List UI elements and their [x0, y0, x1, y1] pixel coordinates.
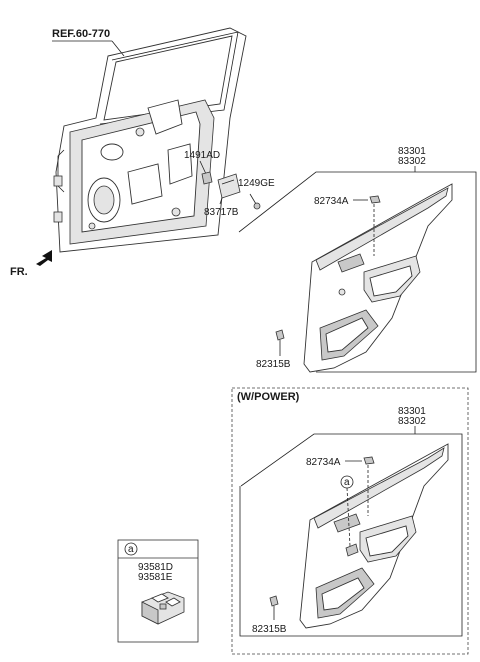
clip-82734a-top	[369, 195, 381, 204]
fr-arrow-icon	[36, 250, 52, 266]
fastener-82315b-top	[275, 329, 285, 341]
callout-a-detail-box: a 93581D 93581E	[117, 539, 199, 643]
label-83717b: 83717B	[204, 207, 239, 218]
label-82734a-bot: 82734A	[306, 457, 341, 468]
label-83301-bot: 83301	[398, 406, 426, 417]
wpower-label: (W/POWER)	[237, 391, 300, 403]
front-direction-indicator: FR.	[10, 250, 52, 278]
label-82734a-top: 82734A	[314, 196, 349, 207]
power-window-variant: (W/POWER) 83301 83302 82734A a 82315B	[231, 387, 469, 655]
fr-label: FR.	[10, 266, 28, 278]
label-82315b-top: 82315B	[256, 359, 291, 370]
label-93581e: 93581E	[138, 572, 173, 583]
label-83302-bot: 83302	[398, 416, 426, 427]
label-83302-top: 83302	[398, 156, 426, 167]
label-1249ge: 1249GE	[238, 178, 275, 189]
power-window-switch	[141, 591, 185, 625]
fastener-82315b-bot	[269, 595, 279, 607]
label-93581d: 93581D	[138, 562, 173, 573]
screw-1249ge	[249, 193, 261, 210]
bracket-parts: 1491AD 1249GE 83717B	[184, 150, 275, 218]
label-1491ad: 1491AD	[184, 150, 220, 161]
clip-82734a-bot	[363, 456, 375, 465]
callout-a-box-letter: a	[128, 544, 134, 555]
ref-label: REF.60-770	[52, 28, 110, 40]
callout-a-panel-letter: a	[344, 477, 350, 488]
ref-label-group: REF.60-770	[52, 28, 125, 57]
rear-door-frame	[53, 27, 247, 253]
clip-1491ad	[201, 171, 213, 185]
door-trim-panel-standard: 83301 83302 82734A 82315B	[238, 146, 477, 373]
label-82315b-bot: 82315B	[252, 624, 287, 635]
bracket-83717b	[217, 173, 241, 199]
callout-a-panel: a	[340, 475, 354, 547]
label-83301-top: 83301	[398, 146, 426, 157]
